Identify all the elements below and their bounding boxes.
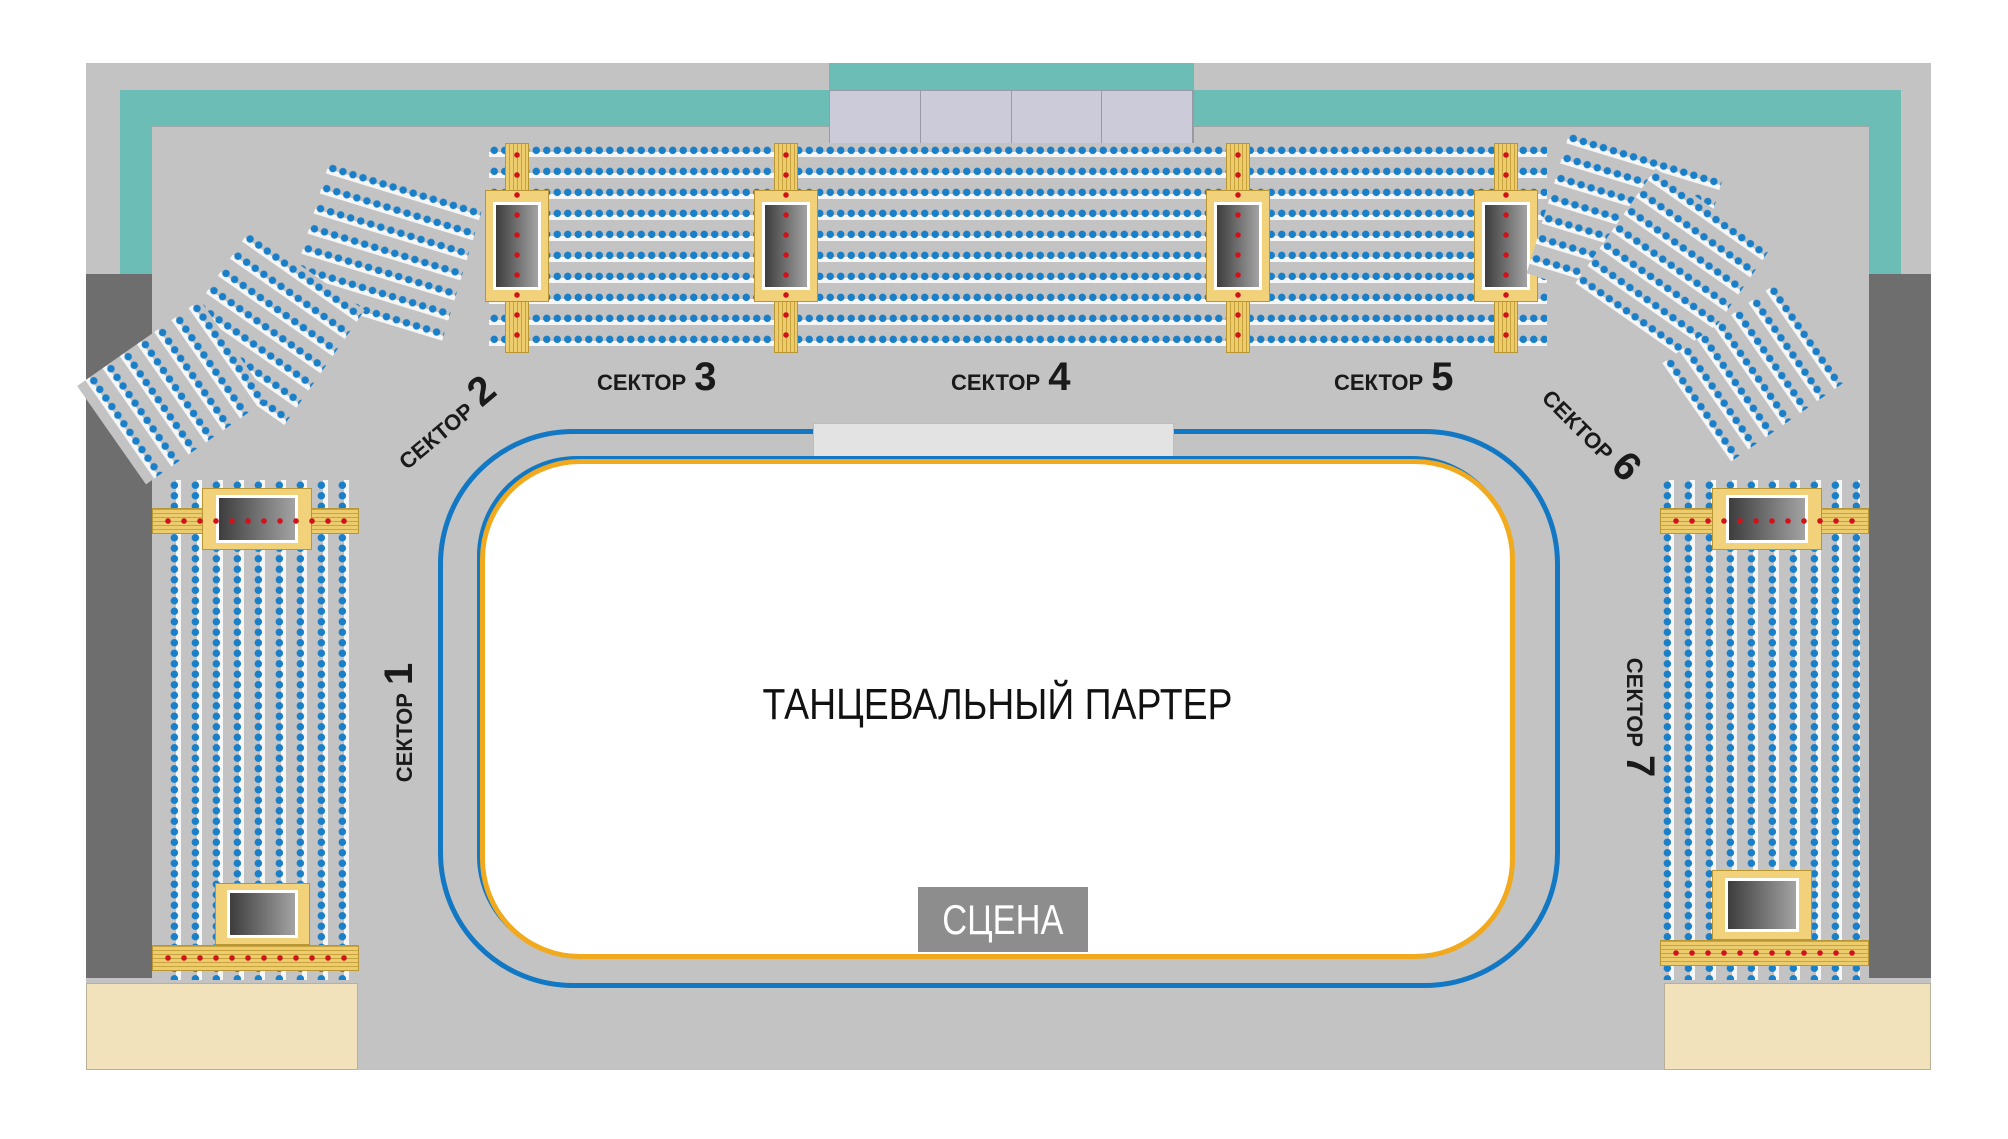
sector-number: 7: [1618, 754, 1663, 778]
left-bottom-area: [86, 983, 358, 1070]
vomitory: [215, 883, 310, 945]
sector-word: СЕКТОР: [1622, 657, 1648, 747]
sector-5-label[interactable]: СЕКТОР 5: [1334, 355, 1453, 400]
seat-block[interactable]: [489, 143, 1547, 353]
sector-3-label[interactable]: СЕКТОР 3: [597, 355, 716, 400]
sector-word: СЕКТОР: [597, 370, 687, 395]
aisle-markers: [1668, 949, 1863, 957]
sector-number: 1: [377, 662, 422, 686]
sector-word: СЕКТОР: [951, 370, 1041, 395]
stage[interactable]: СЦЕНА: [918, 887, 1088, 952]
tunnel: [1724, 877, 1800, 933]
right-wall: [1869, 274, 1931, 978]
sector-number: 3: [694, 355, 717, 399]
aisle-markers: [1668, 517, 1863, 525]
sector-word: СЕКТОР: [392, 693, 418, 783]
sector-1-label[interactable]: СЕКТОР 1: [377, 663, 422, 782]
sector-number: 4: [1048, 355, 1071, 399]
aisle-markers: [1502, 145, 1510, 350]
sector-word: СЕКТОР: [1334, 370, 1424, 395]
stage-label: СЦЕНА: [942, 895, 1064, 943]
tunnel: [227, 890, 298, 938]
aisle-markers: [160, 517, 355, 525]
aisle-markers: [160, 954, 355, 962]
sector-4-label[interactable]: СЕКТОР 4: [951, 355, 1070, 400]
aisle-markers: [1234, 145, 1242, 350]
sector-number: 5: [1431, 355, 1454, 399]
press-area: [813, 423, 1174, 458]
aisle-markers: [513, 145, 521, 350]
right-wall-teal: [1869, 90, 1901, 274]
vomitory: [1712, 870, 1812, 940]
aisle-markers: [782, 145, 790, 350]
left-wall-teal: [120, 90, 152, 274]
top-wall-center: [829, 63, 1194, 90]
sector-7-label[interactable]: СЕКТОР 7: [1617, 658, 1662, 777]
right-bottom-area: [1664, 983, 1931, 1070]
dance-floor[interactable]: [480, 459, 1515, 959]
dance-floor-label: ТАНЦЕВАЛЬНЫЙ ПАРТЕР: [762, 680, 1233, 729]
